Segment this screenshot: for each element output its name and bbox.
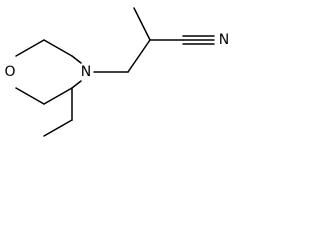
ethyl-group (43, 87, 73, 137)
atom-labels: O N N (4, 32, 229, 80)
bond-ch-methyl (133, 7, 151, 41)
atom-oxygen: O (4, 64, 15, 80)
bond-c-c-top (43, 39, 73, 57)
propanenitrile-chain (93, 7, 215, 73)
chemical-structure-diagram: O N N (4, 7, 229, 137)
morpholine-ring (15, 39, 82, 105)
bond-c-c-bottom (43, 87, 73, 105)
bond-o-c-top (15, 39, 45, 57)
bond-ch2-ch (127, 39, 151, 73)
atom-nitrogen-nitrile: N (219, 32, 229, 48)
bond-n-c-bottom (71, 80, 82, 89)
bond-c-n-top (71, 55, 82, 64)
atom-nitrogen-ring: N (81, 64, 91, 80)
bond-c-o-bottom (15, 87, 45, 105)
bond-ethyl-methyl (43, 119, 73, 137)
